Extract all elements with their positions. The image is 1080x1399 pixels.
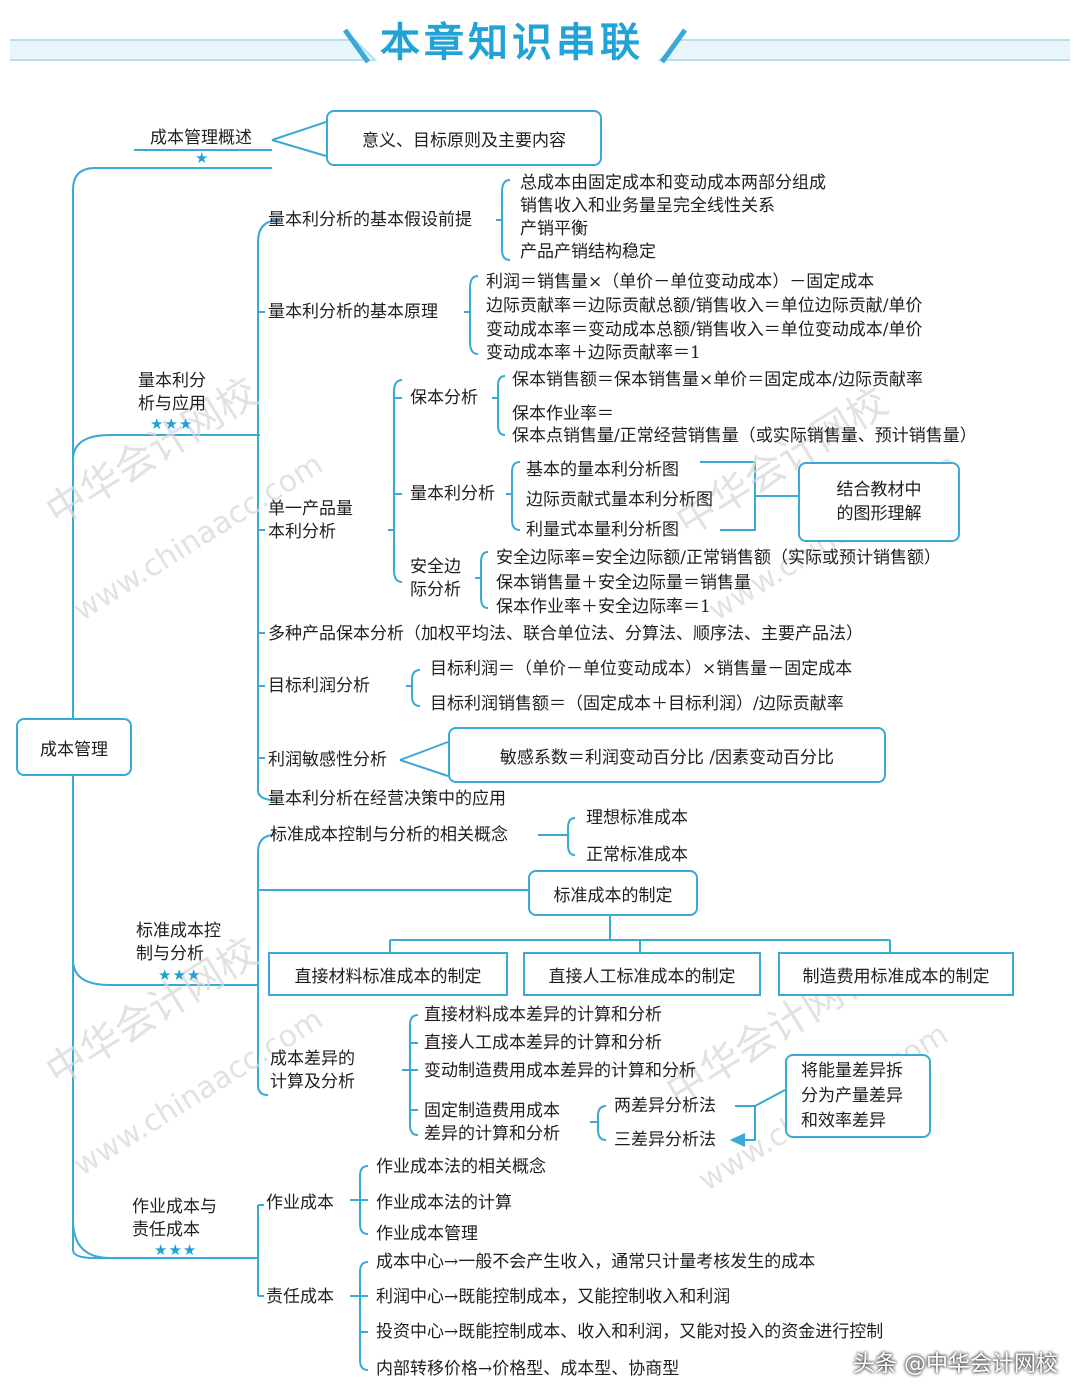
list-item: 理想标准成本 [586,808,688,828]
sensitivity-box: 敏感系数＝利润变动百分比 /因素变动百分比 [448,727,886,783]
list-item: 内部转移价格→价格型、成本型、协商型 [376,1359,680,1379]
cvp-single-label: 单一产品量 本利分析 [268,499,353,542]
abc-label: 作业成本 [266,1193,334,1213]
breakeven-label: 保本分析 [410,388,478,408]
decision-label: 量本利分析在经营决策中的应用 [268,789,506,809]
list-item: 作业成本法的相关概念 [376,1157,546,1177]
list-item: 目标利润销售额＝（固定成本＋目标利润）/边际贡献率 [430,694,844,714]
activity-label: 作业成本与 责任成本 [132,1197,217,1240]
cvp-chart-label: 量本利分析 [410,484,495,504]
list-item: 基本的量本利分析图 [526,460,679,480]
list-item: 保本点销售量/正常经营销售量（或实际销售量、预计销售量） [512,426,977,446]
list-item: 保本作业率＝ [512,404,614,424]
star-rating: ★★★ [150,415,194,433]
standard-concept-label: 标准成本控制与分析的相关概念 [270,825,508,845]
list-item: 安全边际率=安全边际额/正常销售额（实际或预计销售额） [496,548,941,568]
list-item: 边际贡献率＝边际贡献总额/销售收入＝单位边际贡献/单价 [486,296,923,316]
list-item: 目标利润＝（单价－单位变动成本）×销售量－固定成本 [430,659,853,679]
list-item: 保本作业率＋安全边际率＝1 [496,597,711,617]
cvp-principle-label: 量本利分析的基本原理 [268,302,438,322]
cvp-assumption-label: 量本利分析的基本假设前提 [268,210,472,230]
safety-label: 安全边 际分析 [410,557,461,600]
list-item: 产品产销结构稳定 [520,242,656,262]
fixed-overhead-label: 固定制造费用成本 差异的计算和分析 [424,1101,560,1144]
target-profit-label: 目标利润分析 [268,676,370,696]
list-item: 保本销售量＋安全边际量＝销售量 [496,573,751,593]
overview-box: 意义、目标原则及主要内容 [326,110,602,166]
variance-label: 成本差异的 计算及分析 [270,1049,355,1092]
list-item: 销售收入和业务量呈完全线性关系 [520,196,775,216]
list-item: 两差异分析法 [614,1096,716,1116]
list-item: 利润中心→既能控制成本，又能控制收入和利润 [376,1287,731,1307]
standard-label: 标准成本控 制与分析 [136,921,221,964]
setting-item-box: 制造费用标准成本的制定 [778,952,1014,996]
multi-product-label: 多种产品保本分析（加权平均法、联合单位法、分算法、顺序法、主要产品法） [268,624,863,644]
footer-attribution: 头条 @中华会计网校 [853,1352,1058,1377]
list-item: 直接人工成本差异的计算和分析 [424,1033,662,1053]
list-item: 作业成本法的计算 [376,1193,512,1213]
resp-label: 责任成本 [266,1287,334,1307]
fixed-note-box: 将能量差异拆 分为产量差异 和效率差异 [785,1054,931,1138]
list-item: 三差异分析法 [614,1130,716,1150]
list-item: 投资中心→既能控制成本、收入和利润，又能对投入的资金进行控制 [376,1322,884,1342]
list-item: 正常标准成本 [586,845,688,865]
list-item: 直接材料成本差异的计算和分析 [424,1005,662,1025]
sensitivity-label: 利润敏感性分析 [268,750,387,770]
setting-item-box: 直接人工标准成本的制定 [523,952,761,996]
list-item: 变动成本率＋边际贡献率＝1 [486,343,701,363]
list-item: 边际贡献式量本利分析图 [526,490,713,510]
star-rating: ★★★ [154,1241,198,1259]
list-item: 作业成本管理 [376,1224,478,1244]
list-item: 利润＝销售量×（单价－单位变动成本）－固定成本 [486,272,875,292]
root-node: 成本管理 [16,718,132,776]
chart-note-box: 结合教材中 的图形理解 [798,462,960,542]
list-item: 变动制造费用成本差异的计算和分析 [424,1061,696,1081]
standard-setting-box: 标准成本的制定 [528,870,698,916]
list-item: 变动成本率＝变动成本总额/销售收入＝单位变动成本/单价 [486,320,923,340]
list-item: 总成本由固定成本和变动成本两部分组成 [520,173,826,193]
list-item: 利量式本量利分析图 [526,520,679,540]
star-rating: ★ [195,149,210,167]
list-item: 产销平衡 [520,219,588,239]
setting-item-box: 直接材料标准成本的制定 [268,952,508,996]
cvp-label: 量本利分 析与应用 [138,371,206,414]
star-rating: ★★★ [158,966,202,984]
page-title: 本章知识串联 [380,20,644,66]
list-item: 成本中心→一般不会产生收入，通常只计量考核发生的成本 [376,1252,816,1272]
overview-label: 成本管理概述 [150,128,252,148]
list-item: 保本销售额＝保本销售量×单价＝固定成本/边际贡献率 [512,370,923,390]
